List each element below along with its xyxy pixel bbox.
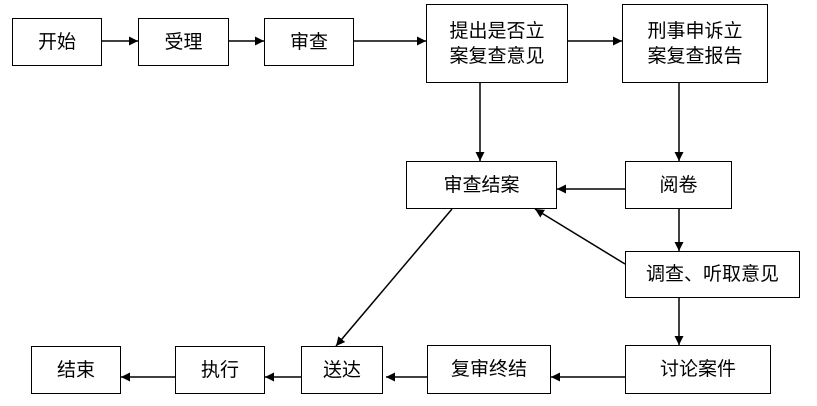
node-read-file-label: 阅卷 — [659, 173, 698, 196]
node-accept: 受理 — [138, 18, 229, 66]
node-discuss-case: 讨论案件 — [625, 345, 771, 394]
arrow-review-close-to-deliver — [335, 208, 453, 347]
node-start-label: 开始 — [37, 30, 76, 53]
node-propose-opinion: 提出是否立 案复查意见 — [426, 4, 568, 83]
node-criminal-report: 刑事申诉立 案复查报告 — [622, 4, 768, 83]
node-investigate-label: 调查、听取意见 — [645, 263, 779, 285]
node-start: 开始 — [12, 18, 102, 66]
node-criminal-report-label: 刑事申诉立 案复查报告 — [647, 19, 743, 67]
node-recheck-conclude-label: 复审终结 — [450, 358, 527, 380]
node-review-close-label: 审查结案 — [443, 173, 520, 196]
arrow-investigate-to-review-close — [534, 208, 626, 265]
node-read-file: 阅卷 — [625, 161, 732, 209]
node-end-label: 结束 — [56, 358, 95, 381]
node-execute: 执行 — [175, 346, 265, 394]
node-execute-label: 执行 — [200, 358, 239, 381]
node-deliver: 送达 — [301, 346, 383, 394]
node-review-label: 审查 — [289, 30, 328, 53]
node-accept-label: 受理 — [164, 30, 203, 53]
node-recheck-conclude: 复审终结 — [427, 345, 551, 394]
node-propose-opinion-label: 提出是否立 案复查意见 — [449, 19, 545, 67]
node-end: 结束 — [31, 346, 121, 394]
node-deliver-label: 送达 — [322, 358, 361, 381]
node-review: 审查 — [264, 18, 354, 66]
node-investigate: 调查、听取意见 — [625, 251, 800, 298]
node-discuss-case-label: 讨论案件 — [659, 358, 736, 380]
node-review-close: 审查结案 — [406, 161, 557, 209]
